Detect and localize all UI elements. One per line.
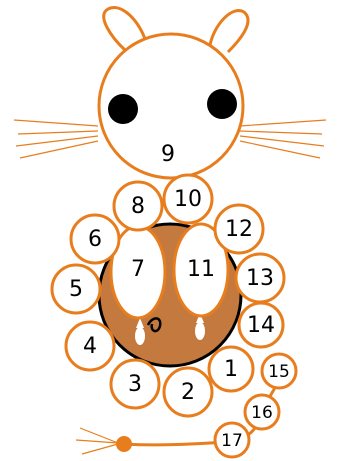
dot-2: 2 (164, 368, 212, 416)
dot-label-4: 4 (83, 334, 97, 359)
dot-label-7: 7 (131, 257, 145, 282)
dot-label-9: 9 (161, 142, 175, 167)
dot-label-14: 14 (247, 313, 275, 338)
dot-13: 13 (236, 254, 284, 302)
dot-8: 8 (114, 182, 162, 230)
dot-label-16: 16 (251, 403, 273, 423)
dot-14: 14 (239, 303, 283, 347)
tail-tip-dot (116, 436, 132, 452)
dot-label-2: 2 (181, 380, 195, 405)
dot-label-11: 11 (187, 257, 215, 282)
left-whiskers (14, 120, 98, 158)
dot-label-8: 8 (131, 194, 145, 219)
left-eye (108, 94, 138, 124)
dot-17: 17 (215, 423, 249, 457)
dot-3: 3 (111, 360, 159, 408)
dot-15: 15 (262, 354, 296, 388)
right-eye (207, 89, 237, 119)
dot-label-12: 12 (225, 217, 253, 242)
dot-label-13: 13 (246, 266, 274, 291)
dot-label-17: 17 (221, 431, 243, 451)
dot-label-3: 3 (128, 372, 142, 397)
dot-label-15: 15 (268, 362, 290, 382)
right-foot-mark (195, 322, 205, 340)
dot-10: 10 (164, 175, 212, 223)
dot-1: 1 (209, 347, 253, 391)
dot-4: 4 (66, 322, 114, 370)
dot-6: 6 (71, 215, 119, 263)
dot-label-6: 6 (88, 227, 102, 252)
dot-label-1: 1 (224, 357, 238, 382)
right-ear (210, 11, 248, 52)
dot-16: 16 (245, 395, 279, 429)
dot-label-10: 10 (174, 187, 202, 212)
dot-12: 12 (215, 205, 263, 253)
tail-tip-hairs (76, 428, 118, 454)
right-whiskers (240, 120, 326, 158)
dot-5: 5 (52, 265, 100, 313)
left-foot-mark (135, 327, 145, 345)
dot-label-5: 5 (69, 277, 83, 302)
